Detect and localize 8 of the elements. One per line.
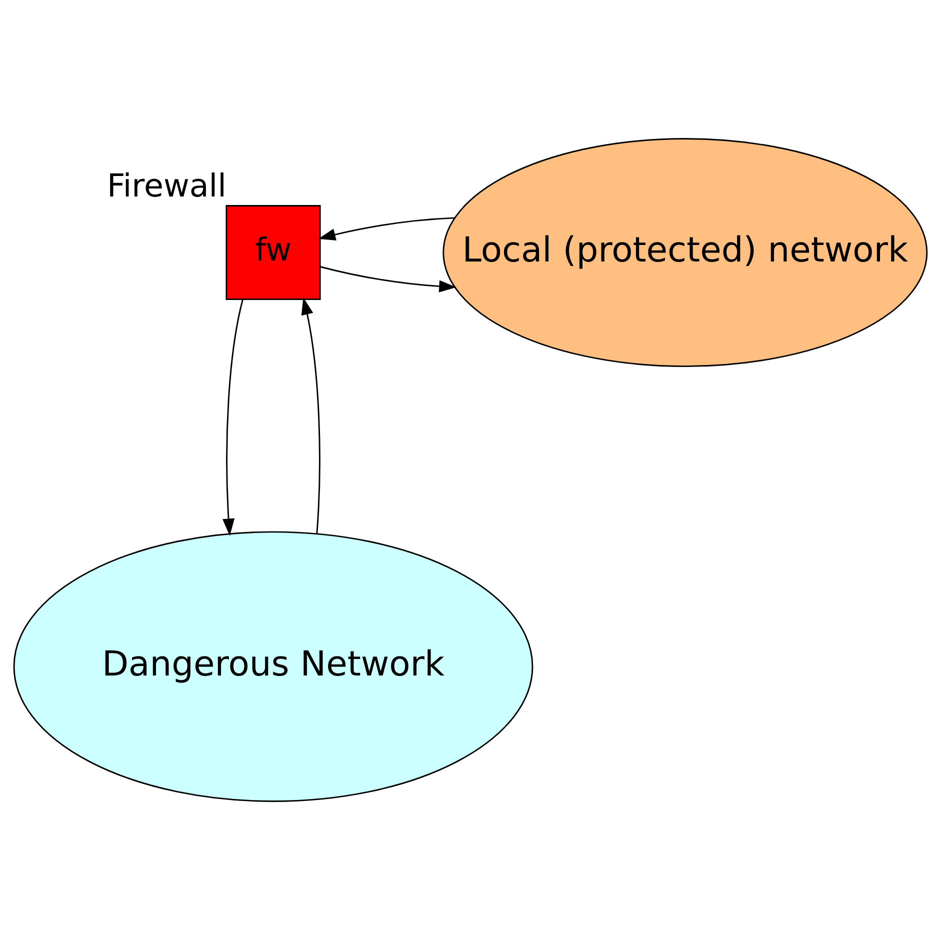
node-ellipse: Dangerous Network	[13, 530, 534, 802]
arrow	[318, 216, 454, 240]
arrow	[320, 266, 456, 292]
node-box: fw	[226, 204, 321, 300]
arrow	[222, 298, 244, 536]
node-label: Firewall	[106, 168, 226, 204]
node-ellipse: Local (protected) network	[442, 138, 928, 367]
arrow	[301, 296, 320, 534]
